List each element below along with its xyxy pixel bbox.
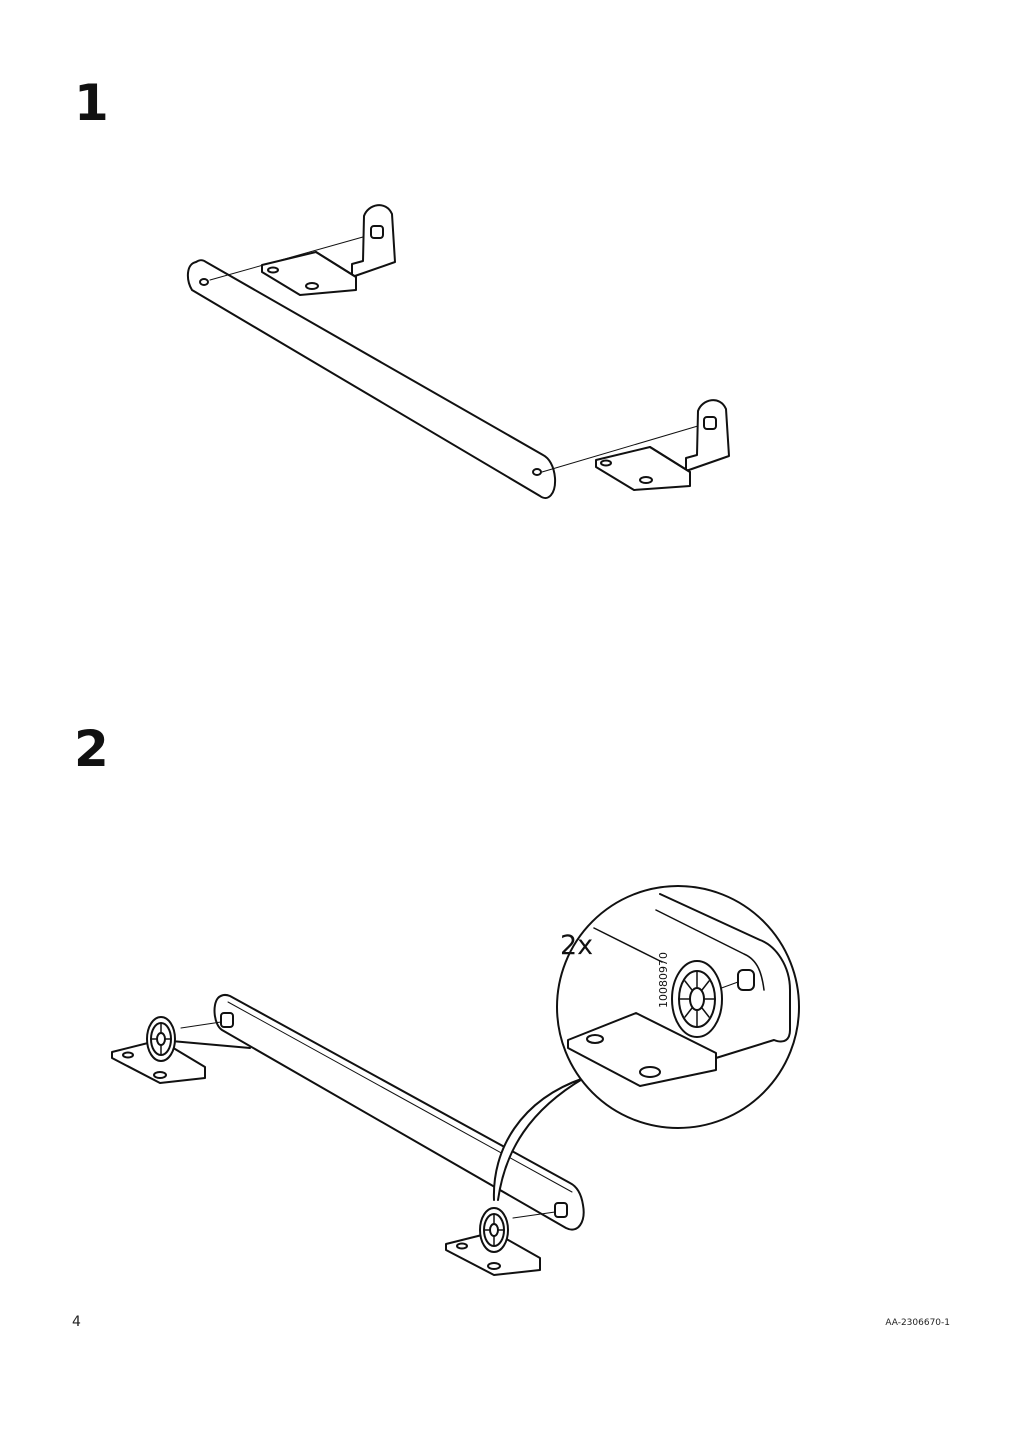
quantity-label: 2x <box>560 930 593 961</box>
document-code: AA-2306670-1 <box>885 1318 950 1328</box>
rail-bar <box>186 259 557 499</box>
rail-bar-assembled <box>213 993 585 1231</box>
bracket-right <box>445 1202 568 1276</box>
spool-left-icon <box>146 1016 176 1062</box>
page-number: 4 <box>72 1314 81 1330</box>
bracket-left <box>111 1012 251 1084</box>
spool-callout-icon <box>671 960 723 1038</box>
spool-right-icon <box>479 1207 509 1253</box>
part-number-label: 10080970 <box>657 952 670 1008</box>
callout-detail <box>567 893 791 1087</box>
bracket-bottom <box>595 399 730 491</box>
step-1-number: 1 <box>74 74 109 132</box>
step-2-number: 2 <box>74 720 109 778</box>
bracket-top <box>261 204 396 296</box>
